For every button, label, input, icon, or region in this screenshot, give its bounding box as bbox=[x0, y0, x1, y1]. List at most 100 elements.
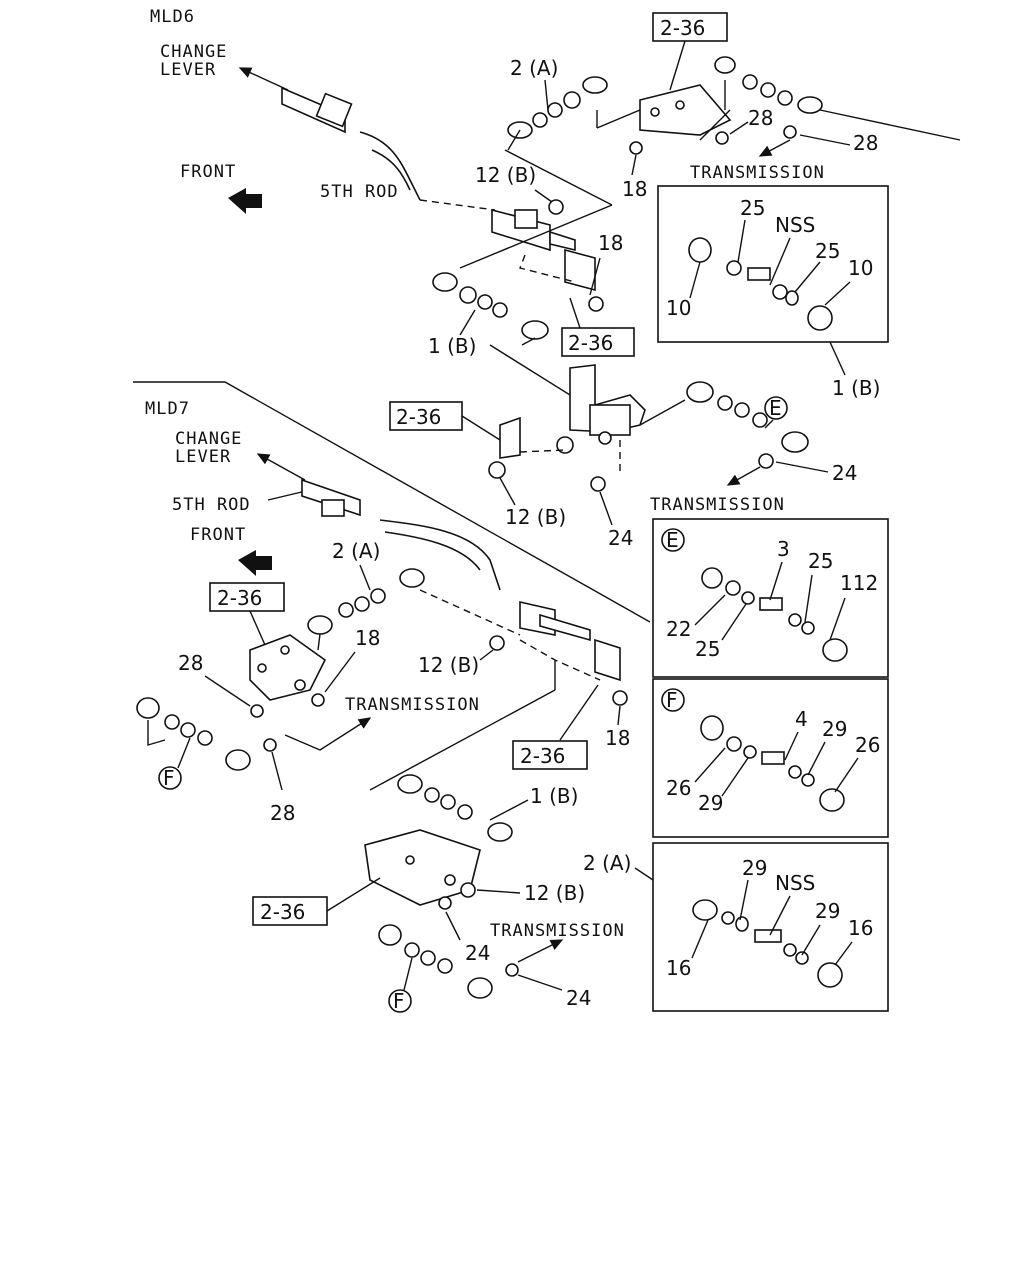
mld6-section: MLD6 CHANGE LEVER FRONT 5TH ROD 2-36 2 (… bbox=[150, 7, 961, 550]
mld7-callout-18a: 18 bbox=[355, 626, 380, 650]
mld6-rod-1b bbox=[432, 272, 549, 346]
mld6-callout-18a: 18 bbox=[622, 177, 647, 201]
detail-e-22: 22 bbox=[666, 617, 691, 641]
detail-f-tag: F bbox=[666, 688, 678, 712]
detail-f-26a: 26 bbox=[855, 733, 880, 757]
detail-1b-10b: 10 bbox=[848, 256, 873, 280]
mld7-f-tag-circle-b bbox=[388, 989, 412, 1013]
mld6-transmission-top: TRANSMISSION bbox=[690, 163, 825, 183]
mld7-callout-2a-detail: 2 (A) bbox=[583, 851, 631, 875]
mld7-callout-18b: 18 bbox=[605, 726, 630, 750]
mld6-fifth-rod-label: 5TH ROD bbox=[320, 182, 399, 202]
mld7-section: MLD7 CHANGE LEVER 5TH ROD FRONT 2 (A) 2-… bbox=[136, 399, 654, 1013]
mld7-bracket bbox=[249, 634, 327, 701]
mld7-change-lever-line2: LEVER bbox=[175, 447, 231, 467]
mld6-transmission-mid: TRANSMISSION bbox=[650, 495, 785, 515]
mld7-selector bbox=[519, 600, 621, 682]
mld6-change-lever-arrow bbox=[238, 67, 289, 91]
mld6-callout-e: E bbox=[769, 396, 782, 420]
mld6-callout-28a: 28 bbox=[748, 106, 773, 130]
mld7-front-label: FRONT bbox=[190, 525, 246, 545]
mld6-callout-2a: 2 (A) bbox=[510, 56, 558, 80]
mld6-change-lever-line2: LEVER bbox=[160, 60, 216, 80]
mld7-callout-f-a: F bbox=[163, 766, 175, 790]
mld7-front-arrow-icon bbox=[238, 550, 272, 576]
detail-2a-29b: 29 bbox=[815, 899, 840, 923]
mld7-callout-2a: 2 (A) bbox=[332, 539, 380, 563]
mld7-callout-28a: 28 bbox=[178, 651, 203, 675]
mld7-title: MLD7 bbox=[145, 399, 190, 419]
mld7-ref-b: 2-36 bbox=[520, 744, 565, 768]
detail-1b-10a: 10 bbox=[666, 296, 691, 320]
mld7-rod-1b bbox=[397, 774, 513, 842]
mld7-rod-f-lower bbox=[378, 924, 493, 999]
detail-e-25a: 25 bbox=[808, 549, 833, 573]
detail-2a-16a: 16 bbox=[666, 956, 691, 980]
mld6-selector bbox=[491, 208, 596, 292]
mld6-ref-top: 2-36 bbox=[660, 16, 705, 40]
mld7-ref-c: 2-36 bbox=[260, 900, 305, 924]
detail-2a-box: 29 NSS 29 16 16 bbox=[652, 842, 889, 1012]
mld7-change-lever-arrow bbox=[256, 453, 306, 481]
mld7-ref-box-a bbox=[209, 582, 285, 612]
mld7-callout-24b: 24 bbox=[566, 986, 591, 1010]
detail-2a-nss: NSS bbox=[775, 871, 815, 895]
mld7-change-lever-line1: CHANGE bbox=[175, 429, 242, 449]
mld6-rod-2a bbox=[507, 76, 608, 151]
mld6-callout-12b-top: 12 (B) bbox=[475, 163, 536, 187]
mld6-title: MLD6 bbox=[150, 7, 195, 27]
detail-2a-29a: 29 bbox=[742, 856, 767, 880]
mld6-front-arrow-icon bbox=[228, 188, 262, 214]
detail-1b-25a: 25 bbox=[740, 196, 765, 220]
detail-2a-16b: 16 bbox=[848, 916, 873, 940]
mld7-lower-bracket bbox=[364, 829, 481, 910]
mld6-callout-12b-low: 12 (B) bbox=[505, 505, 566, 529]
mld7-f-tag-circle-a bbox=[158, 766, 182, 790]
mld6-e-tag-circle bbox=[764, 396, 788, 420]
mld7-callout-1b: 1 (B) bbox=[530, 784, 578, 808]
detail-1b-parts bbox=[688, 237, 833, 331]
mld6-callout-24b: 24 bbox=[608, 526, 633, 550]
mld7-callout-12b-b: 12 (B) bbox=[524, 881, 585, 905]
detail-e-tag: E bbox=[666, 528, 679, 552]
mld7-rod-f-upper bbox=[136, 697, 251, 771]
mld6-rod-e bbox=[686, 381, 809, 453]
mld6-front-label: FRONT bbox=[180, 162, 236, 182]
detail-e-box: E 3 25 112 22 25 bbox=[652, 518, 889, 678]
mld7-callout-12b-a: 12 (B) bbox=[418, 653, 479, 677]
detail-e-3: 3 bbox=[777, 537, 790, 561]
mld6-ref-box-top bbox=[652, 12, 728, 42]
detail-e-112: 112 bbox=[840, 571, 878, 595]
mld6-ref-mid: 2-36 bbox=[568, 331, 613, 355]
mld7-transmission-a: TRANSMISSION bbox=[345, 695, 480, 715]
mld7-shift-rod bbox=[301, 478, 501, 591]
mld7-rod-2a bbox=[307, 568, 425, 651]
mld6-ref-box-mid bbox=[561, 327, 635, 357]
detail-f-4: 4 bbox=[795, 707, 808, 731]
mld7-transmission-b: TRANSMISSION bbox=[490, 921, 625, 941]
mld6-callout-28b: 28 bbox=[853, 131, 878, 155]
detail-f-box: F 4 29 26 26 29 bbox=[652, 678, 889, 838]
detail-1b-25b: 25 bbox=[815, 239, 840, 263]
mld6-callout-18b: 18 bbox=[598, 231, 623, 255]
mld6-rod-right bbox=[714, 56, 823, 114]
detail-f-29a: 29 bbox=[822, 717, 847, 741]
detail-e-25b: 25 bbox=[695, 637, 720, 661]
mld7-fifth-rod-label: 5TH ROD bbox=[172, 495, 251, 515]
detail-1b-nss: NSS bbox=[775, 213, 815, 237]
mld6-callout-1b-detail: 1 (B) bbox=[832, 376, 880, 400]
mld6-bracket-lower bbox=[556, 364, 646, 454]
mld6-bracket-top bbox=[639, 84, 732, 136]
section-divider bbox=[133, 381, 651, 623]
detail-f-29b: 29 bbox=[698, 791, 723, 815]
mld6-callout-24a: 24 bbox=[832, 461, 857, 485]
mld6-change-lever-line1: CHANGE bbox=[160, 42, 227, 62]
mld6-shift-rod bbox=[281, 86, 496, 211]
mld7-callout-f-b: F bbox=[393, 989, 405, 1013]
mld6-detail-box-1b bbox=[657, 185, 889, 343]
mld6-callout-1b: 1 (B) bbox=[428, 334, 476, 358]
mld6-ref-left: 2-36 bbox=[396, 405, 441, 429]
mld7-ref-box-b bbox=[512, 740, 588, 770]
